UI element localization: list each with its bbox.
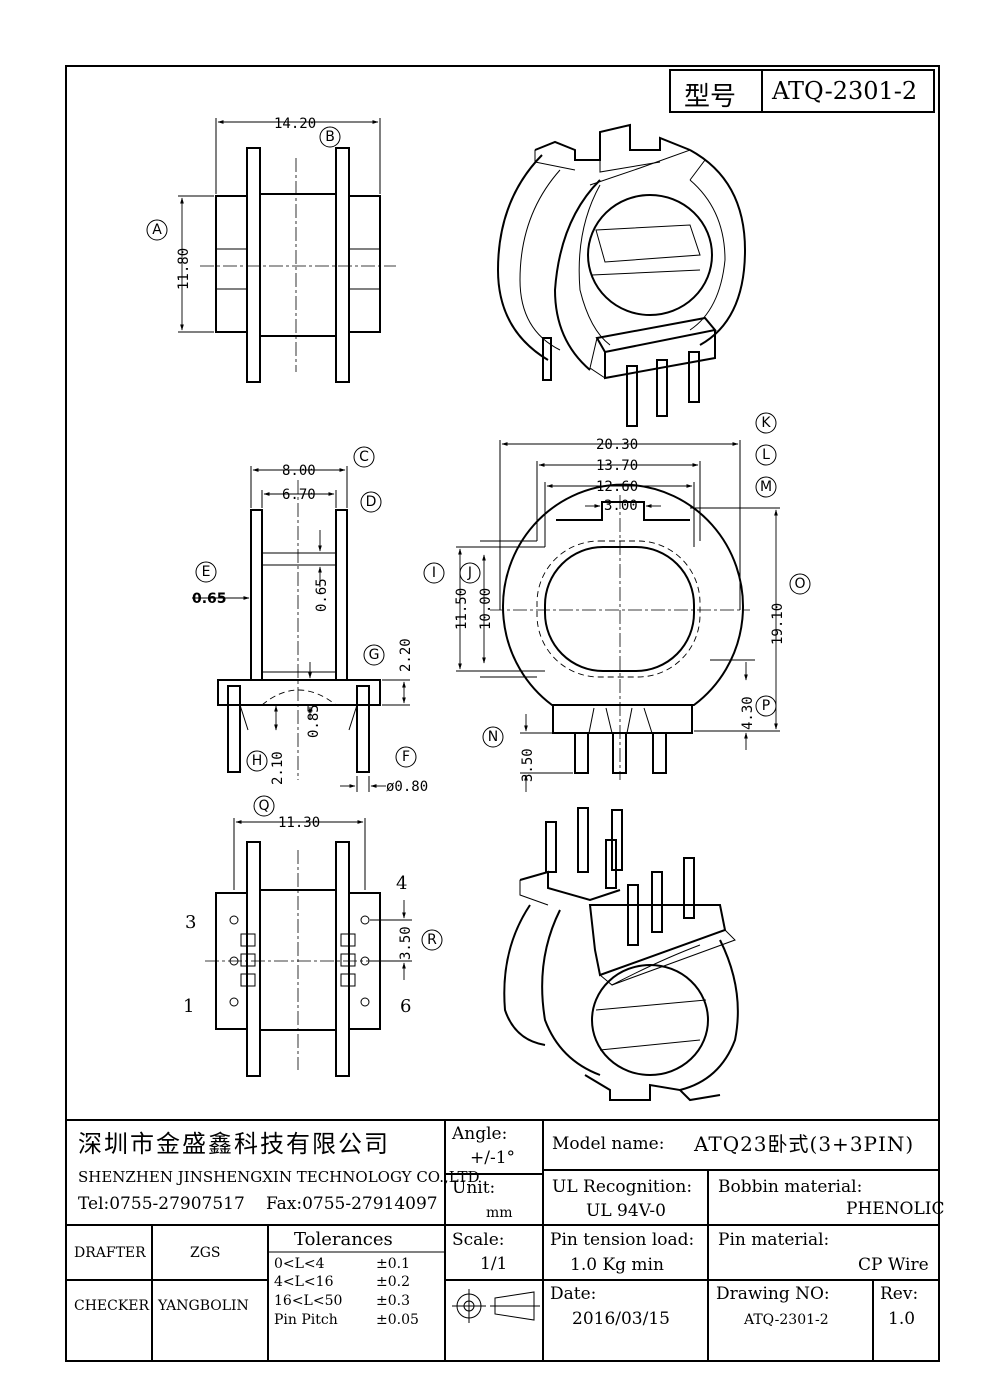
dim-pin-dia: ø0.80: [386, 779, 428, 795]
date-value: 2016/03/15: [572, 1309, 670, 1329]
date-label: Date:: [550, 1284, 597, 1304]
pin-tension-label: Pin tension load:: [550, 1230, 695, 1250]
projection-symbol: [452, 1289, 540, 1323]
checker-value: YANGBOLIN: [158, 1298, 249, 1314]
pin-label-6: 6: [400, 996, 411, 1017]
bobbin-material-value: PHENOLIC: [846, 1199, 945, 1219]
bottom-view: 11.30 3.50 Q R 3 1 4 6: [183, 795, 443, 1077]
callout-d: D: [366, 494, 377, 510]
isometric-view-top: [496, 123, 747, 427]
callout-a: A: [152, 222, 162, 238]
model-name-value: ATQ23卧式(3+3PIN): [694, 1132, 915, 1156]
company-name-en: SHENZHEN JINSHENGXIN TECHNOLOGY CO.,LTD: [78, 1168, 480, 1186]
title-block-grid: [66, 1119, 939, 1361]
dim-8-00: 8.00: [282, 463, 316, 479]
tolerance-value: ±0.3: [376, 1293, 410, 1309]
callout-e: E: [202, 564, 211, 580]
dim-11-30: 11.30: [278, 815, 320, 831]
dim-13-70: 13.70: [596, 458, 638, 474]
end-view: 20.30 13.70 12.60 3.00 11.50 10.00 19.10…: [423, 412, 811, 792]
part-number-header: [669, 69, 935, 113]
callout-h: H: [252, 753, 263, 769]
front-view: 8.00 6.70 0.65 0.65 2.20 0.85 2.10 ø0.80…: [192, 446, 428, 795]
dim-11-50: 11.50: [454, 588, 470, 630]
angle-value: +/-1°: [470, 1148, 516, 1168]
callout-o: O: [794, 576, 805, 592]
tolerance-value: ±0.05: [376, 1312, 419, 1328]
callout-i: I: [432, 565, 436, 581]
callout-f: F: [402, 749, 410, 765]
drawing-no-label: Drawing NO:: [716, 1284, 830, 1304]
dim-12-60: 12.60: [596, 479, 638, 495]
tolerance-range: 0<L<4: [274, 1256, 325, 1272]
tolerance-value: ±0.1: [376, 1256, 410, 1272]
dim-10-00: 10.00: [478, 588, 494, 630]
tolerance-range: 16<L<50: [274, 1293, 343, 1309]
header-part-number: ATQ-2301-2: [772, 77, 918, 105]
company-name-cn: 深圳市金盛鑫科技有限公司: [78, 1130, 390, 1158]
callout-c: C: [359, 449, 369, 465]
bobbin-material-label: Bobbin material:: [718, 1177, 863, 1197]
tolerance-range: 4<L<16: [274, 1274, 334, 1290]
dim-3-50-n: 3.50: [520, 748, 536, 782]
callout-n: N: [488, 729, 498, 745]
ul-recognition-value: UL 94V-0: [586, 1201, 666, 1221]
dim-0-65-v: 0.65: [314, 578, 330, 612]
tolerances-label: Tolerances: [294, 1229, 393, 1250]
dim-14-20: 14.20: [274, 116, 316, 132]
pin-material-label: Pin material:: [718, 1230, 830, 1250]
callout-l: L: [762, 447, 770, 463]
dim-2-20: 2.20: [398, 638, 414, 672]
tolerance-range: Pin Pitch: [274, 1312, 338, 1328]
callout-j: J: [467, 565, 472, 581]
dim-11-80: 11.80: [176, 248, 192, 290]
rev-value: 1.0: [888, 1309, 916, 1329]
callout-g: G: [369, 647, 380, 663]
unit-label: Unit:: [452, 1178, 496, 1198]
pin-label-4: 4: [396, 873, 407, 894]
company-tel: Tel:0755-27907517: [78, 1194, 245, 1214]
pin-label-3: 3: [185, 912, 196, 933]
ul-recognition-label: UL Recognition:: [552, 1177, 693, 1197]
rev-label: Rev:: [880, 1284, 919, 1304]
isometric-view-bottom: [503, 807, 739, 1102]
drafter-label: DRAFTER: [74, 1245, 146, 1261]
drawing-no-value: ATQ-2301-2: [744, 1312, 829, 1328]
dim-2-10: 2.10: [270, 751, 286, 785]
dim-0-85: 0.85: [306, 704, 322, 738]
dim-3-00: 3.00: [604, 498, 638, 514]
company-fax: Fax:0755-27914097: [266, 1194, 438, 1214]
unit-value: mm: [486, 1205, 513, 1221]
dim-19-10: 19.10: [770, 603, 786, 645]
scale-label: Scale:: [452, 1230, 505, 1250]
pin-material-value: CP Wire: [858, 1255, 929, 1275]
drafter-value: ZGS: [190, 1245, 221, 1261]
callout-q: Q: [258, 798, 269, 814]
checker-label: CHECKER: [74, 1298, 150, 1314]
sheet-border: [65, 65, 940, 1362]
callout-k: K: [761, 415, 771, 431]
dim-6-70: 6.70: [282, 487, 316, 503]
model-name-label: Model name:: [552, 1134, 665, 1154]
dim-4-30: 4.30: [740, 696, 756, 730]
callout-m: M: [760, 479, 772, 495]
dim-0-65-e: 0.65: [192, 591, 227, 607]
callout-b: B: [325, 129, 335, 145]
callout-r: R: [427, 932, 437, 948]
dim-3-50-r: 3.50: [398, 926, 414, 960]
scale-value: 1/1: [480, 1254, 508, 1274]
side-view-top: 14.20 11.80 B A: [146, 116, 396, 383]
angle-label: Angle:: [452, 1124, 508, 1144]
pin-tension-value: 1.0 Kg min: [570, 1255, 664, 1275]
tolerance-value: ±0.2: [376, 1274, 410, 1290]
pin-label-1: 1: [183, 996, 194, 1017]
callout-p: P: [762, 698, 770, 714]
header-label: 型号: [684, 82, 737, 112]
dim-20-30: 20.30: [596, 437, 638, 453]
